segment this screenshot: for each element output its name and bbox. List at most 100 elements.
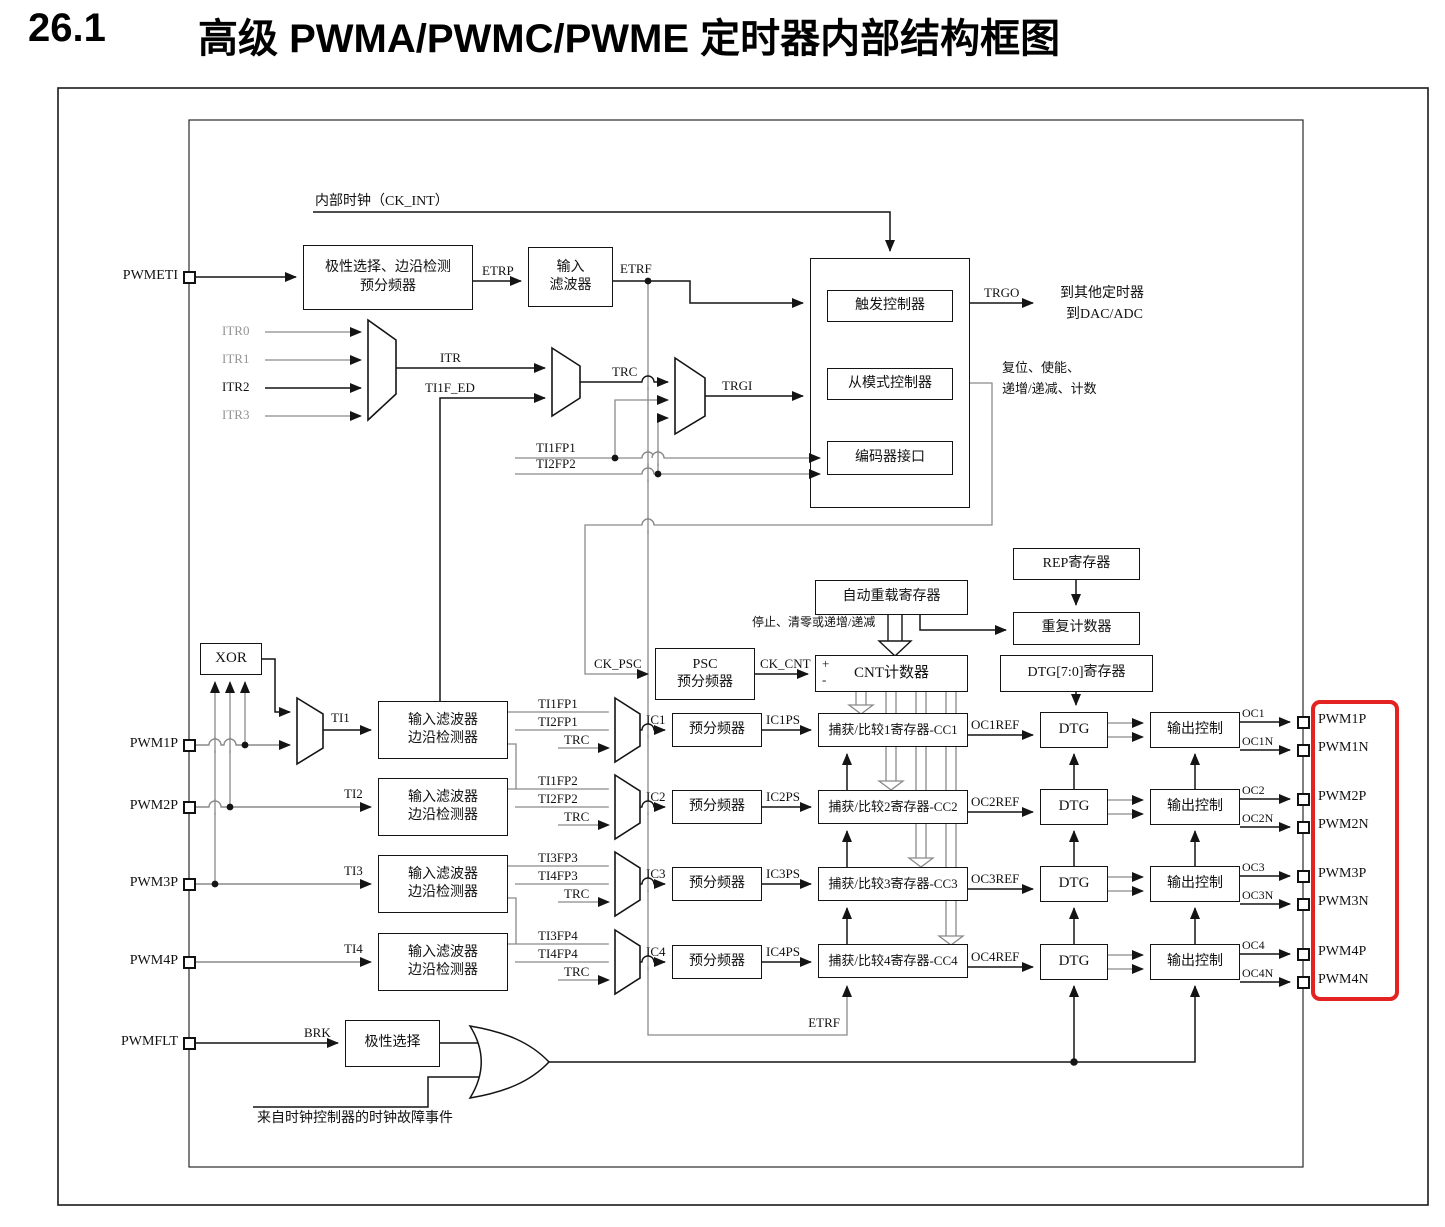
label-ic3: IC3: [646, 866, 666, 881]
label-oc2: OC2: [1242, 783, 1265, 797]
label-ch1-in3: TRC: [564, 732, 590, 747]
label-trgi: TRGI: [722, 378, 753, 393]
psc-prescaler-block: PSC 预分频器: [655, 648, 755, 700]
label-ch2-in1: TI1FP2: [538, 773, 578, 788]
output-label-pwm2n: PWM2N: [1318, 817, 1369, 832]
label-slave-ctrl-1: 复位、使能、: [1002, 360, 1081, 375]
ch2-dtg-block: DTG: [1040, 789, 1108, 825]
ch2-input-filter-edge-detector: 输入滤波器边沿检测器: [378, 778, 508, 836]
ch3-input-filter-edge-detector: 输入滤波器边沿检测器: [378, 855, 508, 913]
ch2-output-control-block: 输出控制: [1150, 789, 1240, 825]
pad-pwm2p-out: [1297, 793, 1310, 806]
label-ck-psc: CK_PSC: [594, 656, 642, 671]
pad-pwmeti: [183, 271, 196, 284]
pad-pwm2n-out: [1297, 821, 1310, 834]
cc2-register-block: 捕获/比较2寄存器-CC2: [818, 790, 968, 824]
label-ti2fp2: TI2FP2: [536, 456, 576, 471]
input-filter-block: 输入 滤波器: [528, 247, 613, 307]
cc1-register-block: 捕获/比较1寄存器-CC1: [818, 713, 968, 747]
label-itr0: ITR0: [222, 323, 250, 338]
label-oc3: OC3: [1242, 860, 1265, 874]
pad-pwm4n-out: [1297, 976, 1310, 989]
output-label-pwm3n: PWM3N: [1318, 894, 1369, 909]
label-oc1: OC1: [1242, 706, 1265, 720]
label-ch3-in1: TI3FP3: [538, 850, 578, 865]
label-ch4-in2: TI4FP4: [538, 946, 578, 961]
pad-pwm3p-in: [183, 878, 196, 891]
repeat-counter-block: 重复计数器: [1013, 612, 1140, 645]
label-trgo: TRGO: [984, 285, 1020, 300]
label-ch3-in3: TRC: [564, 886, 590, 901]
label-ch1-in2: TI2FP1: [538, 714, 578, 729]
label-to-other-timers: 到其他定时器: [1060, 286, 1144, 301]
label-ic1ps: IC1PS: [766, 712, 800, 727]
ch3-output-control-block: 输出控制: [1150, 866, 1240, 902]
label-ic2ps: IC2PS: [766, 789, 800, 804]
section-number: 26.1: [28, 6, 106, 50]
ch1-output-control-block: 输出控制: [1150, 712, 1240, 748]
input-label-pwm3p: PWM3P: [129, 875, 178, 890]
dtg-register-block: DTG[7:0]寄存器: [1000, 655, 1153, 692]
label-ck-int: 内部时钟（CK_INT）: [315, 194, 449, 209]
label-itr1: ITR1: [222, 351, 250, 366]
label-ch4-in3: TRC: [564, 964, 590, 979]
pad-pwm1n-out: [1297, 744, 1310, 757]
output-label-pwm1p: PWM1P: [1318, 712, 1367, 727]
label-slave-ctrl-2: 递增/递减、计数: [1002, 381, 1097, 396]
auto-reload-register-block: 自动重载寄存器: [815, 580, 968, 615]
trigger-controller-group: [810, 258, 970, 508]
label-etrf-cc4: ETRF: [808, 1015, 840, 1030]
rep-register-block: REP寄存器: [1013, 548, 1140, 580]
polarity-edge-prescaler-block: 极性选择、边沿检测 预分频器: [303, 245, 473, 310]
input-label-pwmflt: PWMFLT: [120, 1034, 178, 1049]
cc3-register-block: 捕获/比较3寄存器-CC3: [818, 867, 968, 901]
label-itr: ITR: [440, 350, 461, 365]
label-ch3-in2: TI4FP3: [538, 868, 578, 883]
label-ti1fp1: TI1FP1: [536, 440, 576, 455]
label-etrp: ETRP: [482, 263, 514, 278]
label-ch4-in1: TI3FP4: [538, 928, 578, 943]
label-stop-clear-updown: 停止、清零或递增/递减: [752, 615, 876, 629]
ch1-input-filter-edge-detector: 输入滤波器边沿检测器: [378, 701, 508, 759]
label-ch2-in3: TRC: [564, 809, 590, 824]
label-ck-cnt: CK_CNT: [760, 656, 811, 671]
ch4-dtg-block: DTG: [1040, 944, 1108, 980]
input-label-pwm4p: PWM4P: [129, 953, 178, 968]
label-oc4: OC4: [1242, 938, 1265, 952]
label-ti2: TI2: [344, 786, 363, 801]
ch3-prescaler-block: 预分频器: [672, 867, 762, 901]
pwm-outputs-highlight-frame: [1311, 700, 1399, 1001]
label-oc2ref: OC2REF: [971, 794, 1020, 809]
label-to-dac-adc: 到DAC/ADC: [1066, 307, 1144, 322]
ch3-dtg-block: DTG: [1040, 866, 1108, 902]
label-ch1-in1: TI1FP1: [538, 696, 578, 711]
ch4-input-filter-edge-detector: 输入滤波器边沿检测器: [378, 933, 508, 991]
cnt-minus-sign: -: [822, 672, 827, 687]
pad-pwm1p-in: [183, 739, 196, 752]
output-label-pwm4n: PWM4N: [1318, 972, 1369, 987]
label-ic3ps: IC3PS: [766, 866, 800, 881]
label-oc3n: OC3N: [1242, 888, 1274, 902]
label-ch2-in2: TI2FP2: [538, 791, 578, 806]
label-itr3: ITR3: [222, 407, 250, 422]
ch1-prescaler-block: 预分频器: [672, 713, 762, 747]
output-label-pwm3p: PWM3P: [1318, 866, 1367, 881]
label-ic4ps: IC4PS: [766, 944, 800, 959]
label-ti1f-ed: TI1F_ED: [425, 380, 475, 395]
encoder-interface-block: 编码器接口: [827, 441, 953, 475]
pad-pwm4p-out: [1297, 948, 1310, 961]
label-oc4ref: OC4REF: [971, 949, 1020, 964]
label-ic2: IC2: [646, 789, 666, 804]
input-label-pwmeti: PWMETI: [122, 268, 178, 283]
label-ic1: IC1: [646, 712, 666, 727]
ch2-prescaler-block: 预分频器: [672, 790, 762, 824]
ch4-output-control-block: 输出控制: [1150, 944, 1240, 980]
pad-pwm2p-in: [183, 801, 196, 814]
trigger-controller-block: 触发控制器: [827, 290, 953, 322]
label-oc4n: OC4N: [1242, 966, 1274, 980]
ch1-dtg-block: DTG: [1040, 712, 1108, 748]
label-ic4: IC4: [646, 944, 666, 959]
label-ti1: TI1: [331, 710, 350, 725]
ch4-prescaler-block: 预分频器: [672, 945, 762, 979]
